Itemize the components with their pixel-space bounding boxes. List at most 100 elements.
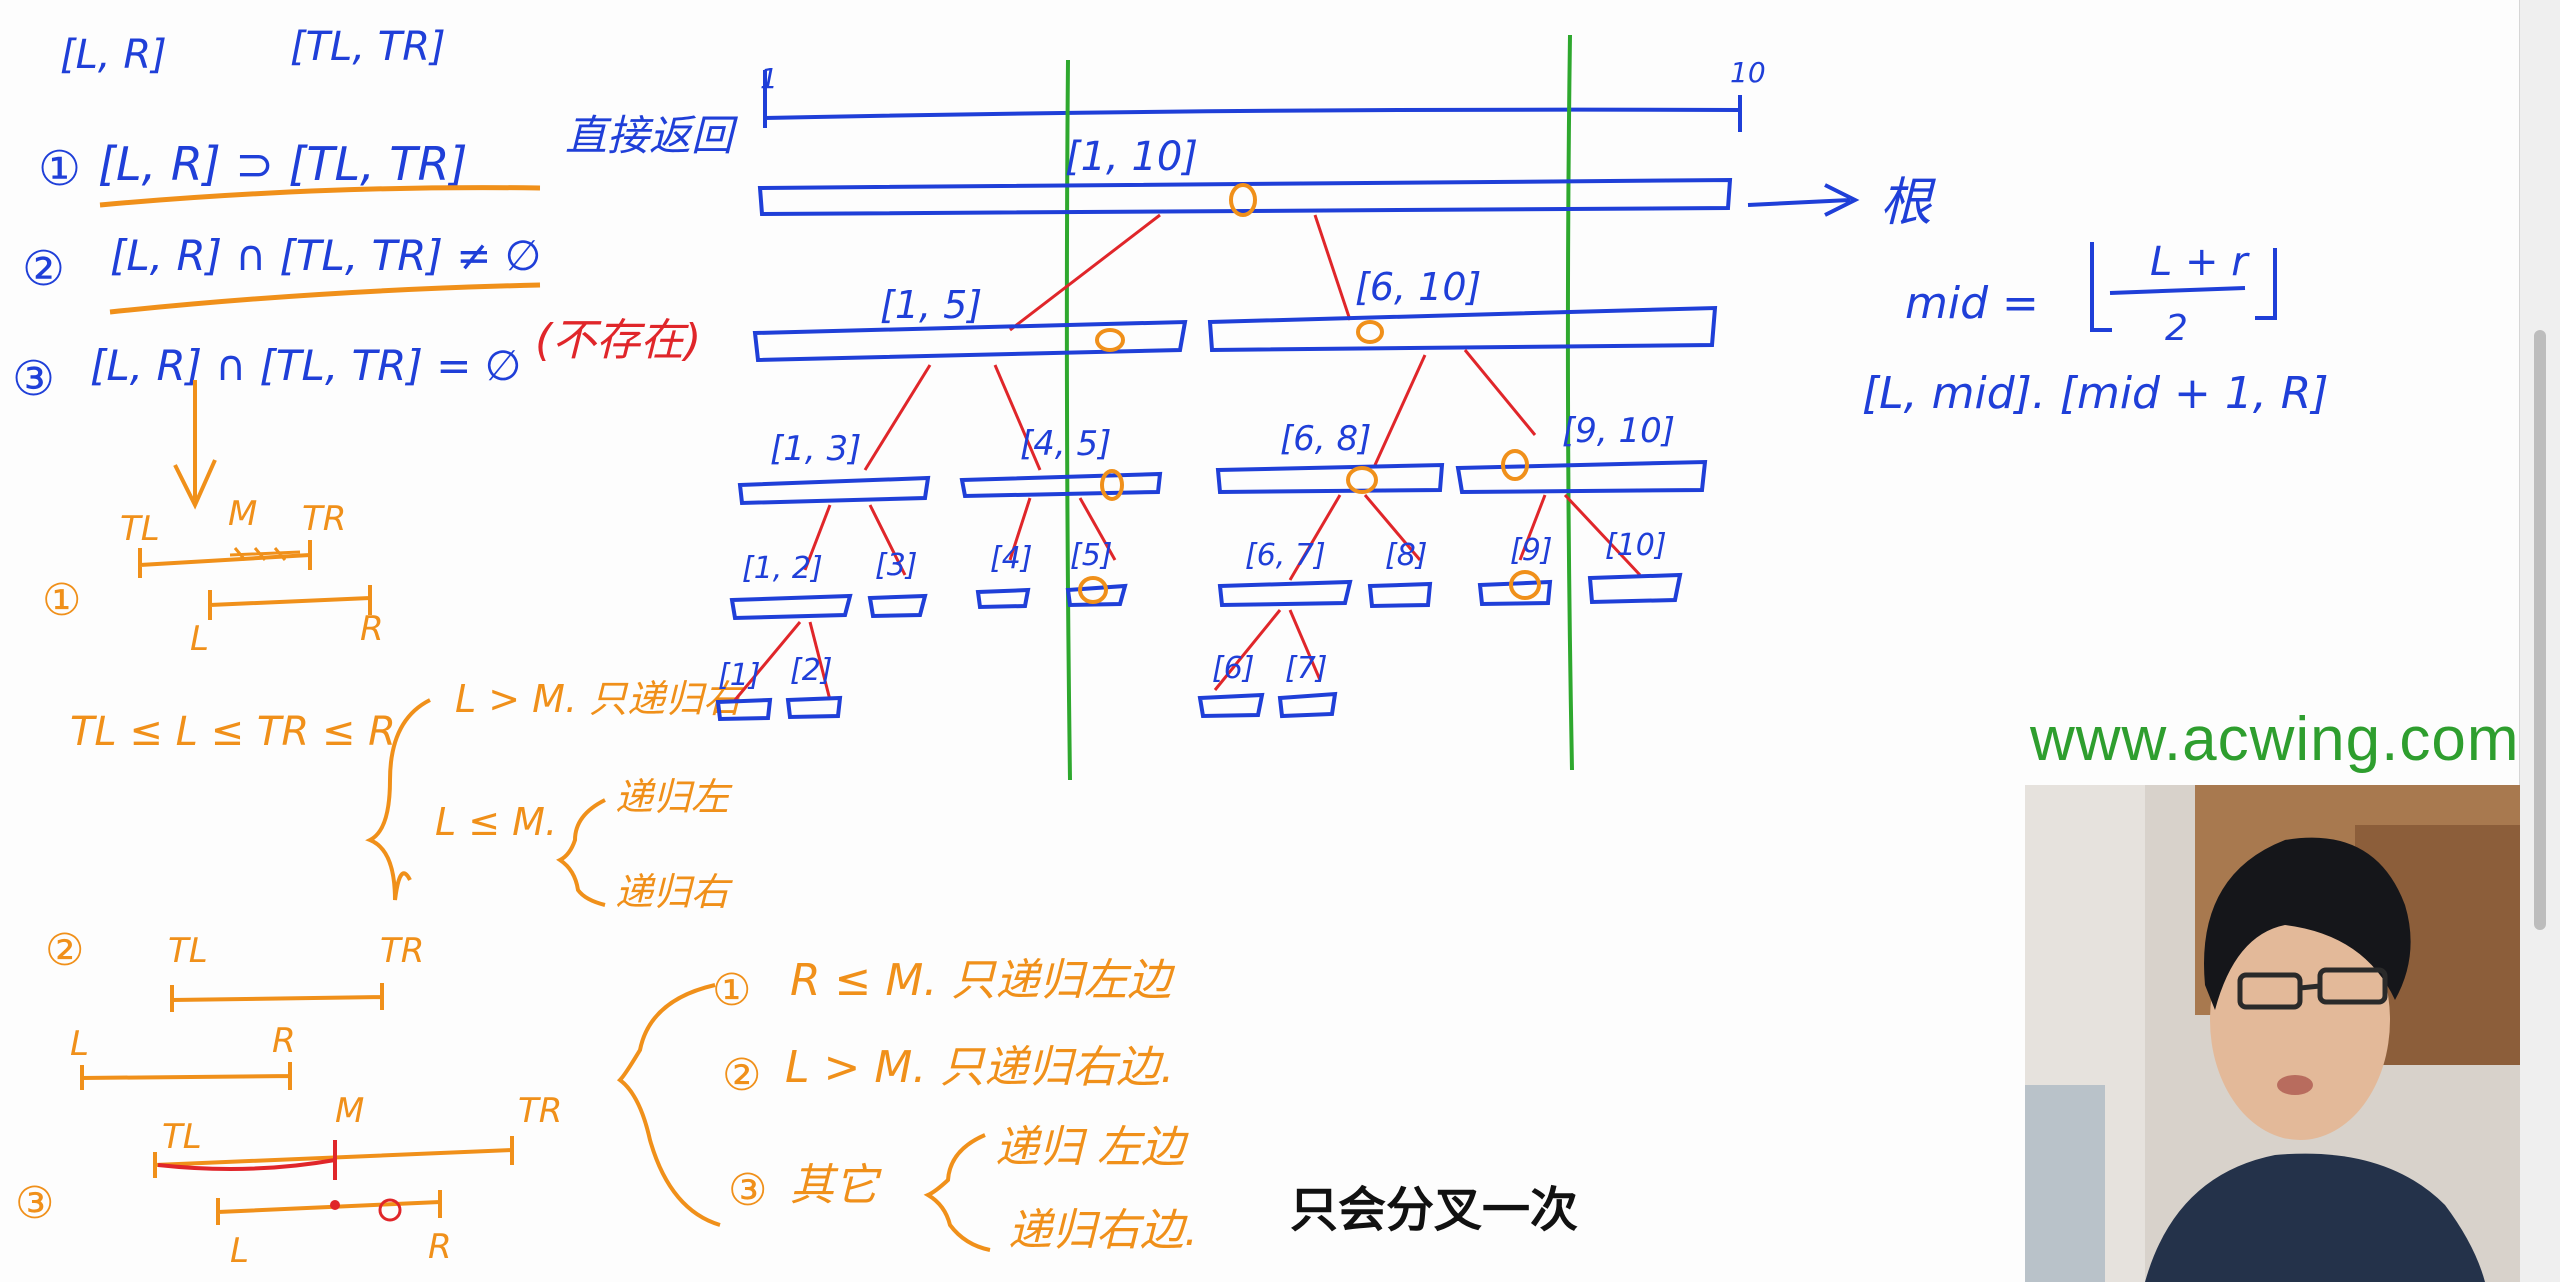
mid-fraction-bar bbox=[2109, 286, 2246, 295]
l3-3-label: [3] bbox=[875, 548, 918, 583]
l2-13-label: [1, 3] bbox=[770, 429, 861, 469]
left-case3-l: L bbox=[230, 1231, 249, 1271]
l2-45-label: [4, 5] bbox=[1020, 424, 1111, 464]
edge-45-to-4 bbox=[1008, 497, 1032, 561]
left-case1-branch-b1: 递归左 bbox=[615, 775, 733, 819]
case1-note: 直接返回 bbox=[565, 111, 738, 160]
root-arrow bbox=[1747, 183, 1860, 217]
edge-12-to-1 bbox=[733, 621, 802, 701]
rule3-number: ③ bbox=[728, 1165, 767, 1216]
edge-68-to-8 bbox=[1363, 494, 1422, 561]
case2-text: [L, R] ∩ [TL, TR] ≠ ∅ bbox=[110, 231, 541, 280]
root-node bbox=[757, 177, 1733, 217]
case1-underline bbox=[99, 185, 541, 208]
query-right-line bbox=[1565, 34, 1574, 771]
l3-8-node bbox=[1367, 581, 1433, 609]
root-label: [1, 10] bbox=[1065, 134, 1198, 180]
vertical-scrollbar[interactable] bbox=[2519, 0, 2560, 1282]
l3-5-label: [5] bbox=[1070, 538, 1113, 573]
edge-root-right bbox=[1313, 214, 1352, 321]
l1-left-node bbox=[752, 319, 1188, 363]
range-end-label: 10 bbox=[1730, 56, 1766, 89]
left-case1-branch-b2: 递归右 bbox=[615, 870, 733, 914]
scrollbar-thumb[interactable] bbox=[2534, 330, 2546, 930]
left-case1-sub-brace bbox=[556, 798, 606, 907]
rule2-number: ② bbox=[722, 1050, 761, 1101]
l4-6-node bbox=[1197, 692, 1265, 719]
l2-68-visit-marker bbox=[1346, 466, 1378, 494]
left-case1-l: L bbox=[190, 619, 209, 659]
l2-910-visit-marker bbox=[1501, 449, 1529, 481]
case2-underline bbox=[109, 282, 541, 315]
l3-5-visit-marker bbox=[1078, 576, 1108, 604]
l4-1-label: [1] bbox=[718, 658, 761, 693]
video-subtitle: 只会分叉一次 bbox=[1290, 1182, 1579, 1238]
query-left-line bbox=[1064, 59, 1072, 781]
left-case3-r: R bbox=[428, 1227, 452, 1267]
edge-910-to-10 bbox=[1563, 493, 1642, 577]
case3-text: [L, R] ∩ [TL, TR] = ∅ bbox=[90, 341, 521, 390]
edge-910-to-9 bbox=[1518, 494, 1547, 561]
l3-4-label: [4] bbox=[990, 541, 1033, 576]
left-case1-number: ① bbox=[42, 575, 81, 626]
case3-note: (不存在) bbox=[535, 315, 701, 366]
left-case2-tl: TL bbox=[168, 931, 208, 971]
left-case1-branch-a: L > M. 只递归右 bbox=[455, 677, 745, 721]
l3-9-visit-marker bbox=[1509, 570, 1541, 600]
l4-2-node bbox=[785, 695, 843, 720]
left-case1-m-hatch bbox=[229, 547, 301, 561]
edge-root-left bbox=[1009, 213, 1161, 332]
left-case1-r: R bbox=[360, 609, 384, 649]
rule1-text: R ≤ M. 只递归左边 bbox=[790, 955, 1175, 1006]
left-case1-tr: TR bbox=[302, 499, 346, 539]
left-case3-m: M bbox=[335, 1091, 364, 1131]
site-watermark: www.acwing.com bbox=[2030, 705, 2520, 774]
l1-left-label: [1, 5] bbox=[880, 283, 982, 327]
left-case3-red-circle bbox=[378, 1198, 402, 1222]
left-case3-number: ③ bbox=[15, 1178, 54, 1229]
split-formula: [L, mid]. [mid + 1, R] bbox=[1862, 368, 2329, 419]
left-case2-r: R bbox=[272, 1021, 296, 1061]
query-interval-label: [L, R] bbox=[60, 32, 167, 78]
l2-910-label: [9, 10] bbox=[1562, 411, 1675, 451]
rule2-text: L > M. 只递归右边. bbox=[785, 1042, 1174, 1093]
l4-2-label: [2] bbox=[790, 653, 833, 688]
edge-67-to-6 bbox=[1213, 609, 1282, 691]
rule3-text: 其它 bbox=[790, 1160, 882, 1211]
l2-68-node bbox=[1215, 462, 1445, 495]
edge-13-to-12 bbox=[803, 504, 832, 571]
l4-7-label: [7] bbox=[1285, 651, 1328, 686]
case1-text: [L, R] ⊃ [TL, TR] bbox=[98, 137, 467, 191]
left-case1-condition: TL ≤ L ≤ TR ≤ R bbox=[70, 709, 396, 755]
l3-8-label: [8] bbox=[1385, 538, 1428, 573]
l1-right-visit-marker bbox=[1356, 320, 1384, 344]
case2-number: ② bbox=[22, 241, 65, 297]
mid-formula-lhs: mid = bbox=[1905, 278, 2039, 329]
l1-right-node bbox=[1207, 305, 1718, 353]
left-case2-l: L bbox=[70, 1024, 89, 1064]
l3-9-label: [9] bbox=[1510, 533, 1553, 568]
edge-13-to-3 bbox=[868, 504, 907, 576]
l4-7-node bbox=[1277, 691, 1338, 719]
edge-45-to-5 bbox=[1078, 497, 1117, 561]
l1-left-visit-marker bbox=[1095, 328, 1125, 352]
left-case3-query-segment bbox=[216, 1190, 442, 1225]
left-case3-tl: TL bbox=[162, 1117, 202, 1157]
left-case3-red-highlight bbox=[157, 1140, 337, 1180]
l1-right-label: [6, 10] bbox=[1355, 265, 1481, 309]
mid-floor-brackets bbox=[2090, 242, 2277, 332]
down-arrow bbox=[173, 380, 217, 510]
rules-brace bbox=[616, 983, 721, 1227]
left-case1-brace bbox=[365, 698, 431, 901]
left-case3-red-dot bbox=[330, 1200, 340, 1210]
range-start-label: 1 bbox=[760, 62, 778, 95]
left-case2-query-segment bbox=[80, 1062, 292, 1090]
l3-10-node bbox=[1587, 572, 1683, 605]
l2-45-node bbox=[959, 471, 1163, 499]
mid-formula-numerator: L + r bbox=[2150, 239, 2250, 285]
range-line bbox=[763, 70, 1742, 132]
rule3b-text: 递归右边. bbox=[1008, 1205, 1198, 1256]
l4-1-node bbox=[715, 697, 773, 722]
left-case1-m: M bbox=[228, 494, 257, 534]
